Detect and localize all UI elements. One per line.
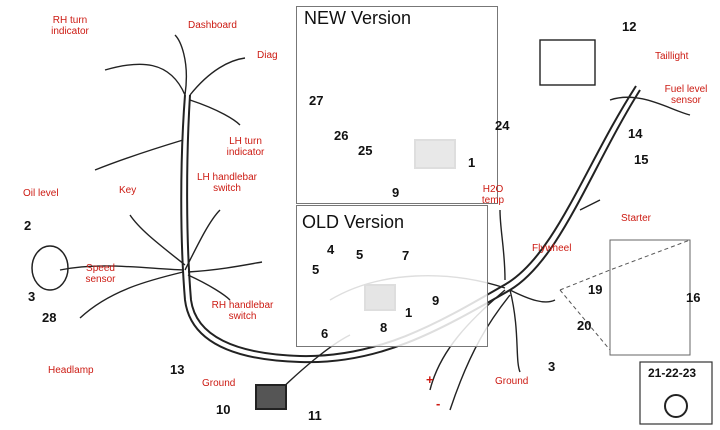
num-1-old: 1 [405, 305, 413, 320]
num-16: 16 [686, 290, 701, 305]
num-1-new: 1 [468, 155, 476, 170]
num-4: 4 [327, 242, 335, 257]
num-20: 20 [577, 318, 592, 333]
relay-box-outline [609, 239, 691, 356]
hose-clamp-icon [664, 394, 688, 418]
num-12: 12 [622, 19, 637, 34]
label-headlamp: Headlamp [48, 365, 94, 376]
num-26: 26 [334, 128, 349, 143]
label-ground-right: Ground [495, 376, 529, 387]
label-dashboard: Dashboard [188, 20, 237, 31]
regulator-icon [255, 384, 287, 410]
rear-wires [579, 96, 691, 211]
label-lh-turn: LH turn indicator [226, 136, 265, 158]
kit-box [639, 361, 713, 425]
label-h2o-temp: H2O temp [481, 184, 505, 206]
num-13: 13 [170, 362, 185, 377]
num-5-a: 5 [312, 262, 320, 277]
num-3-left: 3 [28, 289, 36, 304]
num-19: 19 [588, 282, 603, 297]
num-11: 11 [308, 408, 322, 423]
new-version-panel [296, 6, 498, 204]
num-15: 15 [634, 152, 649, 167]
label-plus: + [426, 372, 434, 387]
battery-icon [539, 39, 596, 86]
old-version-title: OLD Version [302, 212, 405, 232]
num-8: 8 [380, 320, 388, 335]
new-version-title: NEW Version [304, 8, 412, 28]
num-6: 6 [321, 326, 329, 341]
num-3-right: 3 [548, 359, 556, 374]
label-flywheel: Flywheel [532, 243, 572, 254]
branch-wires [59, 34, 263, 319]
num-27: 27 [309, 93, 324, 108]
label-speed-sensor: Speed sensor [85, 263, 116, 285]
label-diag: Diag [257, 50, 278, 61]
label-lh-switch: LH handlebar switch [196, 172, 258, 194]
label-rh-turn: RH turn indicator [51, 15, 89, 37]
num-7: 7 [402, 248, 410, 263]
old-version-panel [296, 205, 488, 347]
num-9-old: 9 [432, 293, 440, 308]
num-24: 24 [495, 118, 510, 133]
label-starter: Starter [621, 213, 652, 224]
label-minus: - [436, 396, 441, 411]
label-oil-level: Oil level [23, 188, 59, 199]
num-25: 25 [358, 143, 373, 158]
label-taillight: Taillight [655, 51, 689, 62]
label-fuel-sensor: Fuel level sensor [664, 84, 708, 106]
dashed-group-line [559, 239, 691, 351]
main-harness-outer [186, 85, 637, 358]
label-key: Key [119, 185, 137, 196]
num-5-b: 5 [356, 247, 364, 262]
num-28: 28 [42, 310, 57, 325]
num-10: 10 [216, 402, 231, 417]
label-rh-switch: RH handlebar switch [211, 300, 274, 322]
num-2: 2 [24, 218, 32, 233]
horn-icon [31, 245, 69, 291]
main-harness [180, 89, 641, 364]
label-ground-left: Ground [202, 378, 236, 389]
num-14: 14 [628, 126, 643, 141]
num-9-new: 9 [392, 185, 400, 200]
kit-label: 21-22-23 [648, 366, 697, 380]
